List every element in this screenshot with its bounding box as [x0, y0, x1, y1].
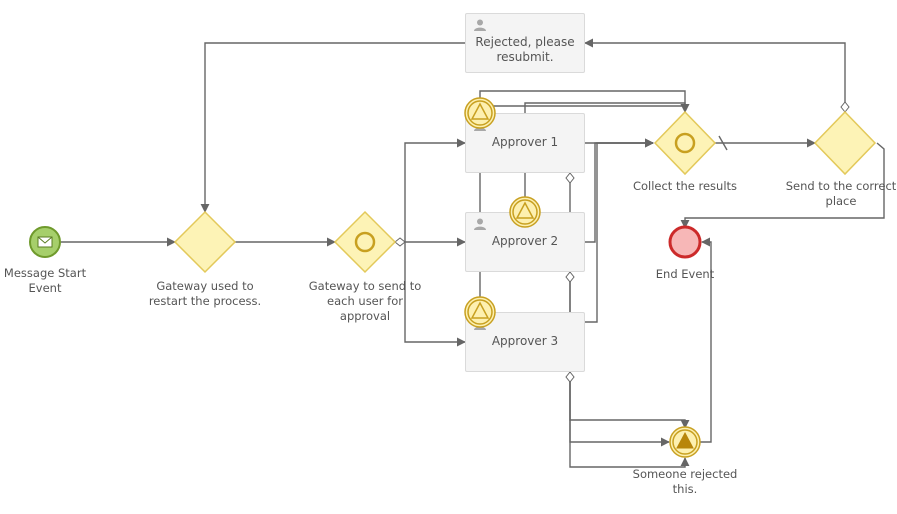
task-label: Approver 2 [491, 234, 559, 248]
user-icon [474, 19, 486, 31]
label-message-start-event: Message Start Event [3, 266, 87, 295]
task-label: Rejected, please resubmit. [475, 35, 575, 64]
envelope-icon [37, 236, 53, 248]
flow-approver3-to-rejected[interactable] [565, 371, 690, 468]
task-approver-1[interactable]: Approver 1 [465, 113, 585, 173]
rejected-catch-event[interactable] [669, 426, 701, 458]
flow-route-to-resubmit[interactable] [584, 38, 850, 113]
flow-send-to-approver1[interactable] [404, 138, 466, 242]
end-event[interactable] [668, 225, 702, 259]
task-approver-3[interactable]: Approver 3 [465, 312, 585, 372]
flow-rejected-to-end[interactable] [700, 237, 712, 443]
gateway-event-icon [354, 231, 376, 253]
label-gateway-send: Gateway to send to each user for approva… [308, 279, 422, 323]
task-label: Approver 1 [491, 135, 559, 149]
gateway-collect[interactable] [653, 110, 717, 176]
task-label: Approver 3 [491, 334, 559, 348]
task-approver-2[interactable]: Approver 2 [465, 212, 585, 272]
flow-resubmit-to-restart[interactable] [200, 42, 465, 213]
message-start-event[interactable] [29, 226, 61, 258]
label-gateway-route: Send to the correct place [785, 179, 897, 208]
gateway-restart[interactable] [173, 210, 237, 274]
user-icon [474, 119, 486, 131]
gateway-send[interactable] [333, 210, 397, 274]
label-rejected-event: Someone rejected this. [632, 467, 738, 496]
label-gateway-restart: Gateway used to restart the process. [148, 279, 262, 308]
gateway-route[interactable] [813, 110, 877, 176]
flow-approver1-to-rejected[interactable] [565, 172, 690, 429]
flow-default-mark [718, 135, 728, 151]
gateway-event-icon [674, 132, 696, 154]
flow-send-to-approver3[interactable] [404, 242, 466, 347]
user-icon [474, 318, 486, 330]
flow-signal1-to-collect[interactable] [479, 90, 690, 113]
label-gateway-collect: Collect the results [632, 179, 738, 193]
triangle-signal-icon [676, 431, 694, 449]
task-rejected-resubmit[interactable]: Rejected, please resubmit. [465, 13, 585, 73]
user-icon [474, 218, 486, 230]
label-end-event: End Event [655, 267, 715, 281]
